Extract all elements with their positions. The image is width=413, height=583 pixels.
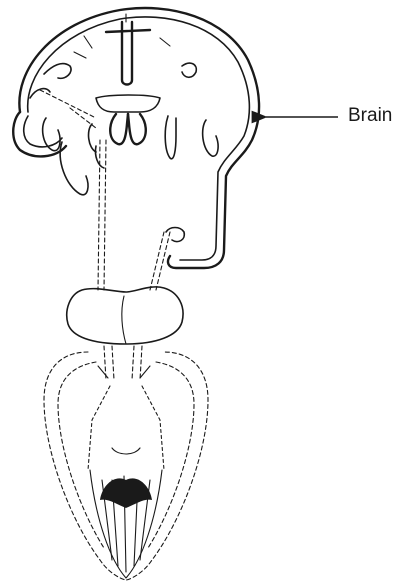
longitudinal-fissure [74,14,170,85]
brainstem [67,287,183,344]
brain-cortex [13,8,259,268]
right-sulci [165,63,218,159]
brain-label: Brain [348,106,392,125]
lower-structure [44,346,208,580]
